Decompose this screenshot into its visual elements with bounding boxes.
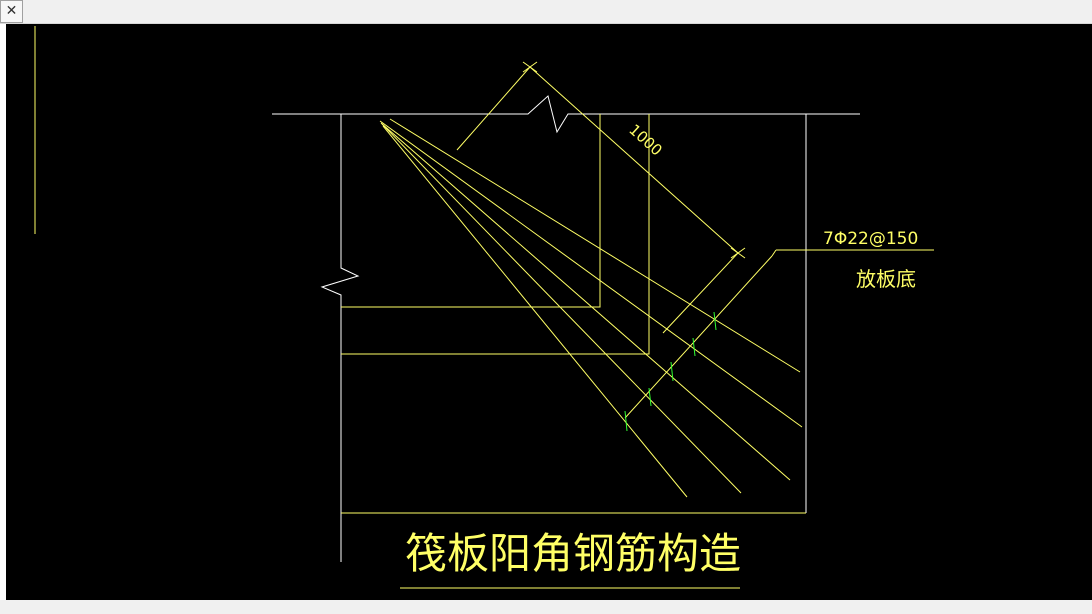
rebar-tick — [624, 410, 628, 432]
dimension-line — [529, 66, 739, 254]
left-ruler — [0, 24, 6, 600]
rebar-spec-label: 7Φ22@150 — [823, 229, 918, 249]
rebar-tick — [713, 311, 717, 331]
close-icon: ✕ — [5, 3, 18, 19]
dimension-extension-left — [456, 66, 531, 151]
cad-canvas[interactable]: 1000 7Φ22@150 放板底 筏板阳角钢筋构造 — [6, 24, 1092, 600]
status-bar — [0, 600, 1092, 614]
rebar-line-5 — [382, 125, 688, 498]
cad-drawing: 1000 7Φ22@150 放板底 筏板阳角钢筋构造 — [34, 26, 934, 589]
leader-line — [771, 249, 777, 257]
title-bar: ✕ — [0, 0, 1092, 24]
inner-corner-line-2 — [341, 114, 650, 355]
dimension-tick-bottom-b — [730, 247, 746, 259]
rebar-tick — [692, 337, 696, 357]
rebar-line-3 — [380, 122, 791, 481]
rebar-line-2 — [379, 120, 803, 428]
dimension-label: 1000 — [625, 121, 665, 160]
rebar-ticks — [624, 311, 717, 432]
corner-rebars — [379, 118, 803, 498]
rebar-note-label: 放板底 — [856, 267, 916, 291]
drawing-title: 筏板阳角钢筋构造 — [405, 529, 741, 578]
left-wall-line — [320, 114, 360, 562]
dimension-extension-right — [662, 252, 739, 334]
distribution-line — [624, 255, 773, 419]
rebar-line-1 — [389, 118, 801, 373]
rebar-line-4 — [381, 123, 742, 494]
close-button[interactable]: ✕ — [0, 0, 23, 23]
top-edge-line — [272, 95, 860, 134]
inner-corner-line-1 — [341, 114, 601, 308]
dimension-tick-top-b — [522, 61, 538, 73]
dimension-1000 — [456, 61, 746, 334]
rebar-tick — [648, 387, 652, 407]
rebar-tick — [670, 361, 674, 382]
